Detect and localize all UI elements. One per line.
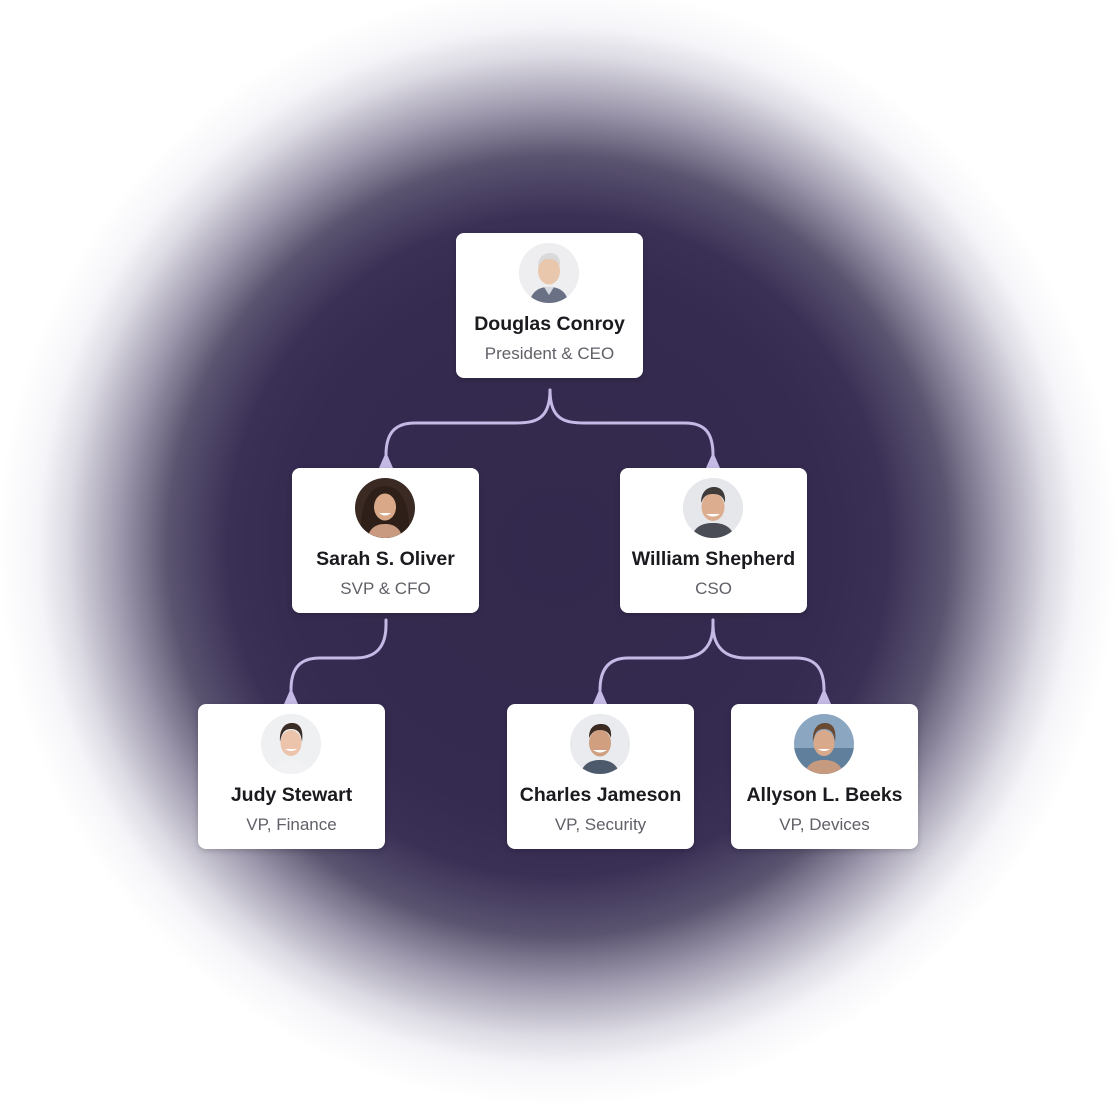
person-role: VP, Finance [246,815,337,834]
person-avatar-icon [519,243,579,303]
person-avatar-icon [794,714,854,774]
person-avatar-icon [683,478,743,538]
connector-cfo-vp-finance [289,618,388,692]
connector-cso-vp-devices [711,618,826,692]
connector-arrow-cso [706,452,720,468]
person-role: CSO [695,579,732,598]
connector-arrow-vp-devices [817,688,831,704]
person-role: VP, Devices [779,815,870,834]
person-name: Judy Stewart [230,784,353,806]
connector-arrow-cfo [379,452,393,468]
person-avatar-icon [261,714,321,774]
person-role: President & CEO [484,344,615,363]
connector-ceo-cso [548,388,715,457]
connector-arrow-vp-security [593,688,607,704]
person-avatar-icon [355,478,415,538]
org-card-vp-finance[interactable]: Judy Stewart VP, Finance [198,704,385,849]
connector-arrow-vp-finance [284,688,298,704]
person-name: Charles Jameson [519,784,682,806]
connector-cso-vp-security [598,618,715,692]
person-avatar-icon [570,714,630,774]
person-role: VP, Security [554,815,647,834]
org-card-vp-security[interactable]: Charles Jameson VP, Security [507,704,694,849]
person-name: Allyson L. Beeks [746,784,903,806]
person-role: SVP & CFO [340,579,431,598]
person-name: William Shepherd [631,548,796,570]
org-card-vp-devices[interactable]: Allyson L. Beeks VP, Devices [731,704,918,849]
person-name: Sarah S. Oliver [316,548,455,570]
org-card-cfo[interactable]: Sarah S. Oliver SVP & CFO [292,468,479,613]
org-card-cso[interactable]: William Shepherd CSO [620,468,807,613]
org-card-ceo[interactable]: Douglas Conroy President & CEO [456,233,643,378]
connector-ceo-cfo [384,388,552,457]
person-name: Douglas Conroy [474,313,625,335]
